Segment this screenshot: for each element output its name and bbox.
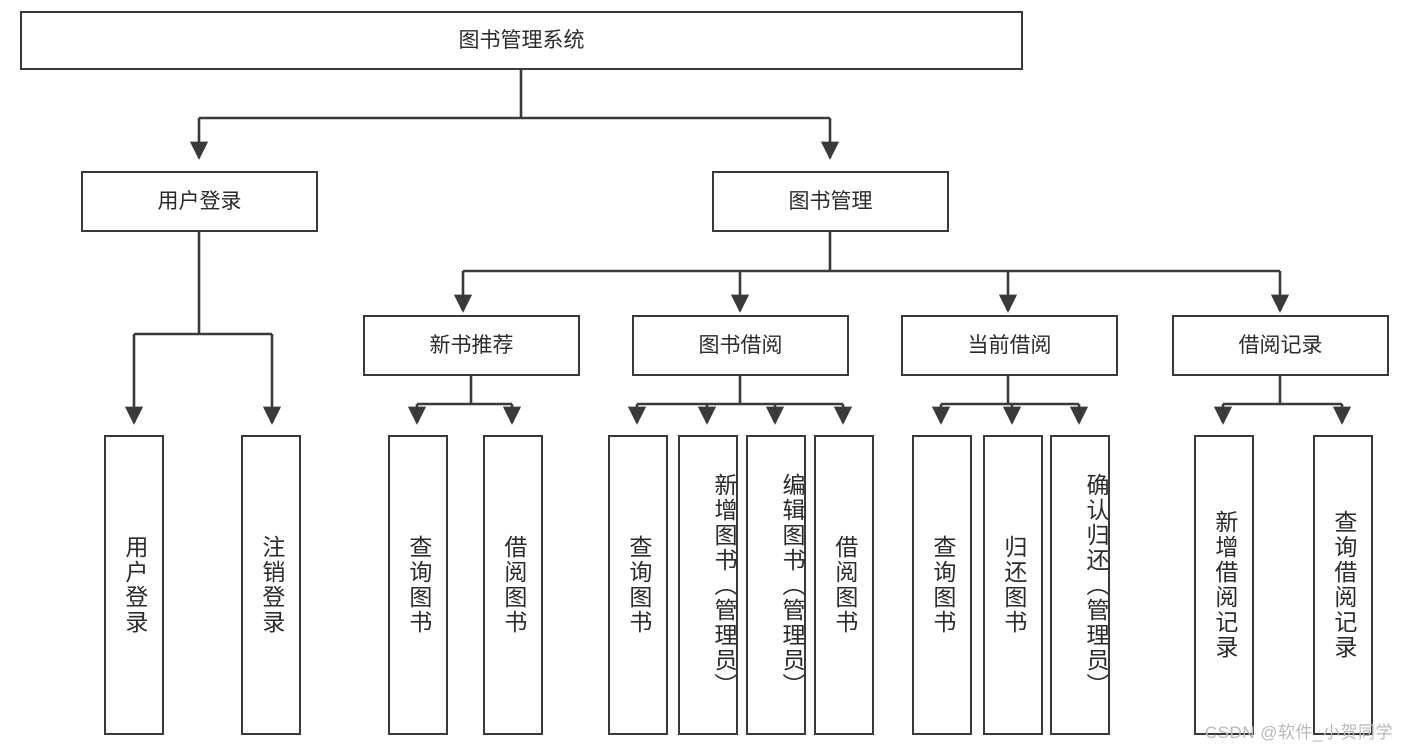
- node-root-label: 图书管理系统: [458, 28, 585, 52]
- node-leaf-query-book-1-label: 查询图书: [405, 535, 432, 635]
- node-leaf-add-record[interactable]: 新增借阅记录: [1194, 435, 1254, 735]
- node-leaf-confirm-return-label: 确认归还（管理员）: [1083, 472, 1109, 698]
- node-book-manage[interactable]: 图书管理: [712, 171, 949, 232]
- node-current-borrow[interactable]: 当前借阅: [901, 315, 1118, 376]
- node-root[interactable]: 图书管理系统: [20, 11, 1023, 70]
- node-borrow-record-label: 借阅记录: [1238, 333, 1323, 357]
- node-leaf-edit-book[interactable]: 编辑图书（管理员）: [746, 435, 806, 735]
- node-leaf-edit-book-label: 编辑图书（管理员）: [779, 472, 805, 698]
- node-borrow-record[interactable]: 借阅记录: [1172, 315, 1389, 376]
- node-leaf-add-book-label: 新增图书（管理员）: [711, 472, 737, 698]
- node-leaf-borrow-book-1-label: 借阅图书: [500, 535, 527, 635]
- node-leaf-return-book-label: 归还图书: [1000, 535, 1027, 635]
- node-leaf-query-book-3-label: 查询图书: [929, 535, 956, 635]
- node-leaf-query-book-3[interactable]: 查询图书: [912, 435, 972, 735]
- node-leaf-query-book-2-label: 查询图书: [625, 535, 652, 635]
- node-leaf-query-book-2[interactable]: 查询图书: [608, 435, 668, 735]
- node-new-book-rec-label: 新书推荐: [429, 333, 514, 357]
- node-leaf-borrow-book-2-label: 借阅图书: [831, 535, 858, 635]
- node-leaf-add-book[interactable]: 新增图书（管理员）: [678, 435, 738, 735]
- node-leaf-logout-login[interactable]: 注销登录: [241, 435, 301, 735]
- node-book-borrow[interactable]: 图书借阅: [632, 315, 849, 376]
- node-current-borrow-label: 当前借阅: [967, 333, 1052, 357]
- node-book-manage-label: 图书管理: [788, 189, 873, 213]
- watermark: CSDN @软件_小贺同学: [1204, 723, 1393, 742]
- node-leaf-logout-login-label: 注销登录: [258, 535, 285, 635]
- node-new-book-rec[interactable]: 新书推荐: [363, 315, 580, 376]
- node-leaf-query-record-label: 查询借阅记录: [1330, 510, 1357, 660]
- node-user-login[interactable]: 用户登录: [81, 171, 318, 232]
- node-leaf-query-book-1[interactable]: 查询图书: [388, 435, 448, 735]
- node-leaf-borrow-book-1[interactable]: 借阅图书: [483, 435, 543, 735]
- node-leaf-user-login-label: 用户登录: [121, 535, 148, 635]
- node-leaf-borrow-book-2[interactable]: 借阅图书: [814, 435, 874, 735]
- node-user-login-label: 用户登录: [157, 189, 242, 213]
- node-leaf-return-book[interactable]: 归还图书: [983, 435, 1043, 735]
- node-leaf-query-record[interactable]: 查询借阅记录: [1313, 435, 1373, 735]
- node-leaf-user-login[interactable]: 用户登录: [104, 435, 164, 735]
- node-leaf-confirm-return[interactable]: 确认归还（管理员）: [1050, 435, 1110, 735]
- node-book-borrow-label: 图书借阅: [698, 333, 783, 357]
- node-leaf-add-record-label: 新增借阅记录: [1211, 510, 1238, 660]
